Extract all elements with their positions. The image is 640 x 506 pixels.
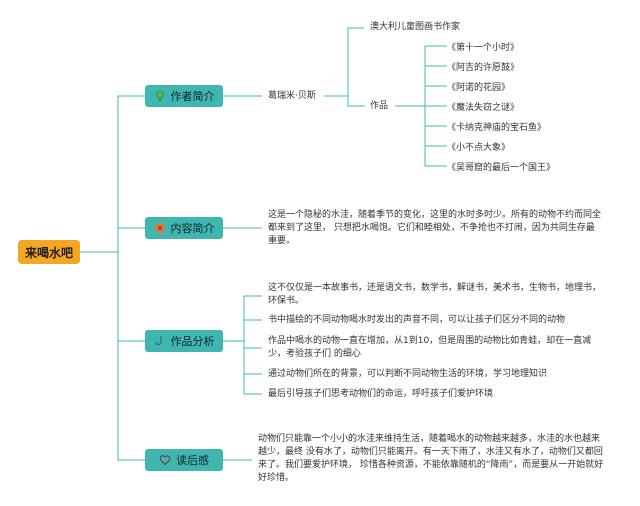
work-item: 《魔法失窃之谜》	[447, 103, 520, 113]
branch-review: 读后感	[145, 449, 223, 471]
work-item: 《阿吉的许愿鼓》	[447, 63, 520, 73]
review-text: 动物们只能靠一个小小的水洼来维持生活，随着喝水的动物越来越多，水洼的水也越来越少…	[258, 434, 604, 483]
analysis-point: 书中描绘的不同动物喝水时发出的声音不同，可以让孩子们区分不同的动物	[268, 315, 566, 325]
analysis-point: 作品中喝水的动物一直在增加，从1到10，但是周围的动物比如青蛙，却在一直减少，考…	[268, 336, 592, 359]
heart-icon	[159, 455, 171, 466]
fishhook-icon	[154, 336, 162, 346]
work-item: 《小不点大象》	[447, 143, 511, 153]
author-bio: 澳大利儿童图画书作家	[370, 22, 461, 32]
work-item: 《第十一个小时》	[447, 43, 520, 53]
branch-author-label: 作者简介	[170, 90, 215, 103]
branch-review-label: 读后感	[176, 454, 209, 467]
flower-icon	[154, 223, 165, 233]
branch-analysis: 作品分析	[145, 330, 223, 352]
root-node: 来喝水吧	[18, 240, 80, 264]
works-label: 作品	[370, 101, 389, 111]
analysis-point: 这不仅仅是一本故事书，还是语文书，数学书，解谜书，美术书，生物书，地理书，环保书…	[268, 283, 602, 306]
branch-content-label: 内容简介	[170, 222, 215, 235]
work-item: 《吴哥窟的最后一个国王》	[447, 163, 556, 173]
branch-analysis-label: 作品分析	[170, 335, 215, 348]
work-item: 《卡纳克神庙的宝石鱼》	[447, 123, 547, 133]
author-name: 葛瑞米·贝斯	[268, 91, 316, 101]
analysis-point: 最后引导孩子们思考动物们的命运，呼吁孩子们爱护环境	[268, 389, 494, 399]
content-summary: 这是一个隐秘的水洼，随着季节的变化，这里的水时多时少。所有的动物不约而同全都来到…	[268, 210, 602, 246]
branch-content: 内容简介	[145, 217, 223, 239]
work-item: 《阿诺的花园》	[447, 83, 511, 93]
branch-author: 作者简介	[145, 85, 223, 107]
root-title: 来喝水吧	[24, 245, 73, 260]
diamond-icon	[155, 91, 164, 102]
analysis-point: 通过动物们所在的背景，可以判断不同动物生活的环境，学习地理知识	[268, 369, 548, 379]
